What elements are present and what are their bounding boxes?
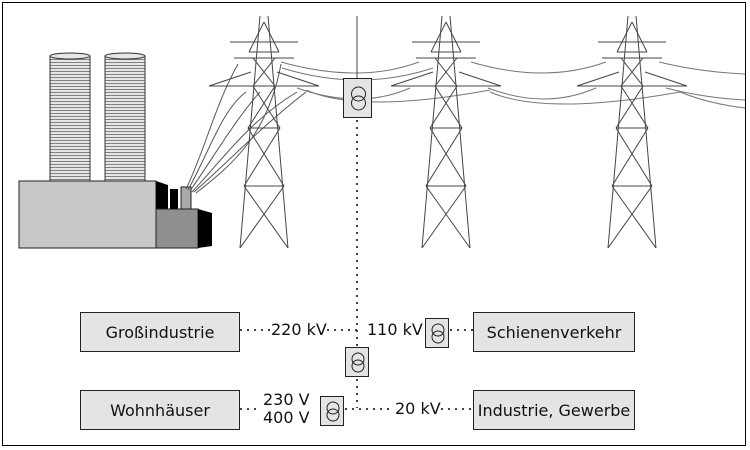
voltage-label-400v: 400 V (263, 408, 310, 427)
consumer-rail: Schienenverkehr (473, 312, 635, 352)
consumer-residential: Wohnhäuser (80, 390, 240, 430)
transformer-icon (320, 396, 344, 426)
voltage-label-20kv: 20 kV (395, 399, 441, 418)
power-plant-icon (18, 52, 212, 249)
voltage-label-230v: 230 V (263, 390, 310, 409)
transformer-icon (343, 78, 372, 118)
consumer-heavy-industry: Großindustrie (80, 312, 240, 352)
diagram-frame (2, 2, 746, 446)
voltage-label-220kv: 220 kV (271, 320, 327, 339)
distribution-connectors (240, 329, 473, 410)
transmission-pylon-icon (208, 15, 688, 249)
consumer-industry-commerce: Industrie, Gewerbe (473, 390, 635, 430)
transformer-icon (345, 347, 369, 377)
plant-feeder-cables (185, 63, 307, 194)
overhead-wires (280, 61, 746, 109)
voltage-label-110kv: 110 kV (367, 320, 423, 339)
transformer-icon (425, 318, 449, 348)
